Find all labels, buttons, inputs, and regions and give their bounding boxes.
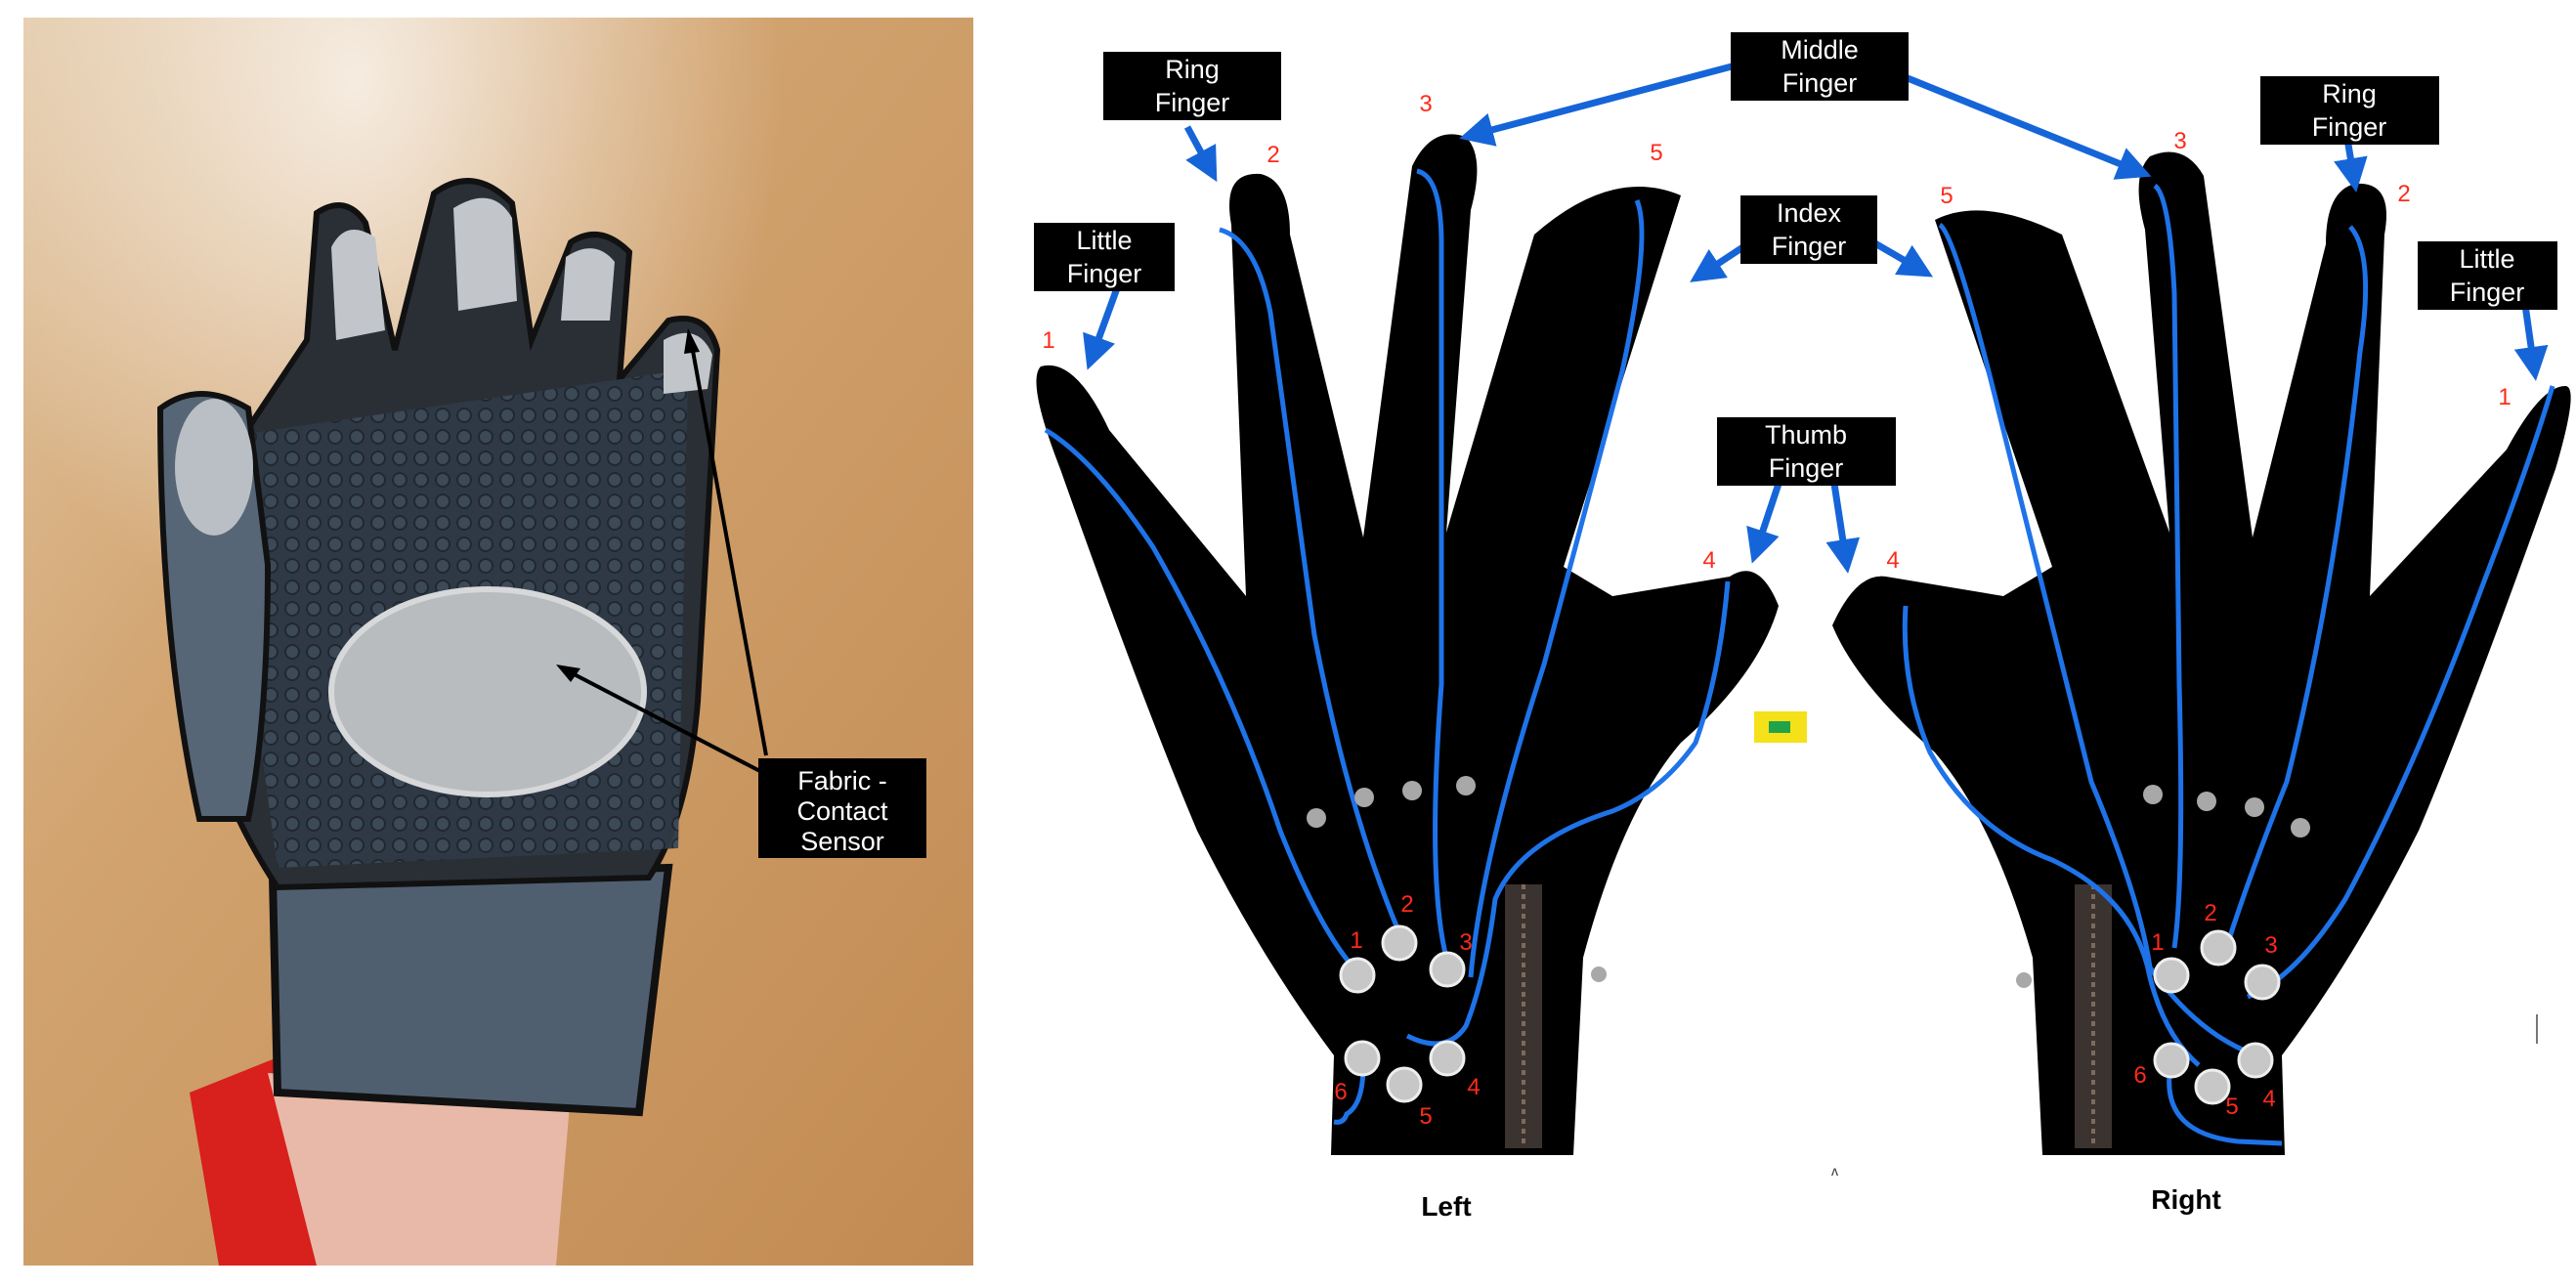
label-ring-finger-right: Ring Finger [2260,76,2439,145]
label-thumb-finger: Thumb Finger [1717,417,1896,486]
left-small-electrode [1591,966,1607,982]
right-hand-title: Right [2151,1184,2221,1215]
left-electrodes [1307,776,1607,1103]
callout-line-3: Sensor [800,827,884,856]
stray-mark: ʌ [1831,1163,1838,1179]
left-tip-5: 5 [1650,140,1662,166]
right-tip-3: 3 [2173,128,2186,154]
left-small-electrode [1456,776,1476,795]
left-tip-4: 4 [1702,547,1715,574]
right-tip-5: 5 [1940,183,1953,209]
left-tip-3: 3 [1419,91,1432,117]
right-zipper [2075,884,2112,1148]
ring-tip-pad [561,248,615,321]
label-ring-finger-left: Ring Finger [1103,52,1281,120]
label-text: Finger [1769,453,1844,483]
pointer-arrows [1083,63,2549,574]
left-electrode-6 [1344,1040,1381,1077]
right-electrode-5 [2194,1068,2231,1105]
right-electrodes [2016,785,2310,1105]
right-hand-silhouette [1832,151,2571,1155]
right-electrode-6 [2153,1042,2190,1079]
label-little-finger-right: Little Finger [2418,241,2557,310]
label-text: Finger [1155,88,1230,117]
index-tip-pad [331,230,385,340]
right-electrode-4 [2237,1042,2274,1079]
label-text: Finger [1782,68,1858,98]
left-sensor-num-1: 1 [1350,927,1362,954]
right-sensor-num-6: 6 [2133,1062,2146,1089]
label-text: Ring [1165,55,1220,84]
glove-cuff [268,863,673,1117]
left-electrode-4 [1429,1040,1466,1077]
left-sensor-num-6: 6 [1334,1079,1347,1105]
right-small-electrode [2016,972,2032,988]
middle-tip-pad [453,197,517,311]
left-sensor-num-4: 4 [1467,1074,1480,1100]
hand-sensor-diagram: ʌ Middle Finger Ring Finger Little Finge… [1034,32,2571,1222]
right-electrode-1 [2153,957,2190,994]
right-electrode-2 [2200,929,2237,966]
label-text: Thumb [1765,420,1847,450]
right-tip-2: 2 [2397,181,2410,207]
right-small-electrode [2245,797,2264,817]
right-electrode-3 [2244,964,2281,1001]
left-sensor-num-3: 3 [1459,929,1472,956]
left-hand-silhouette [1036,134,1779,1155]
label-text: Middle [1781,35,1859,64]
left-hand-traces [1044,168,1731,1125]
right-sensor-num-3: 3 [2264,932,2277,959]
label-text: Little [1076,226,1132,255]
label-index-finger: Index Finger [1740,195,1877,264]
right-tip-4: 4 [1886,547,1899,574]
callout-line-1: Fabric - [797,766,887,795]
label-text: Finger [1772,232,1847,261]
label-text: Finger [2450,278,2525,307]
left-electrode-1 [1339,957,1376,994]
label-text: Finger [2312,112,2387,142]
label-text: Little [2459,244,2514,274]
left-small-electrode [1402,781,1422,800]
left-tip-1: 1 [1042,327,1054,354]
left-hand-title: Left [1421,1191,1471,1222]
label-text: Ring [2322,79,2377,108]
left-sensor-num-2: 2 [1400,891,1413,918]
fabric-contact-sensor-callout: Fabric - Contact Sensor [758,758,926,858]
left-electrode-2 [1381,924,1418,962]
right-small-electrode [2143,785,2163,804]
right-tip-1: 1 [2498,384,2511,410]
yellow-marker [1754,711,1807,743]
right-small-electrode [2291,818,2310,837]
right-sensor-num-4: 4 [2262,1086,2275,1112]
label-text: Finger [1067,259,1142,288]
right-sensor-num-5: 5 [2225,1094,2238,1120]
thumb-tip-pad [175,399,253,536]
left-small-electrode [1307,808,1326,828]
right-small-electrode [2197,792,2216,811]
left-electrode-5 [1386,1066,1423,1103]
left-sensor-num-5: 5 [1419,1103,1432,1130]
left-tip-2: 2 [1267,142,1279,168]
right-sensor-num-1: 1 [2151,929,2164,956]
label-little-finger-left: Little Finger [1034,223,1175,291]
callout-line-2: Contact [796,796,888,826]
arm [268,1073,571,1266]
right-sensor-num-2: 2 [2204,900,2216,926]
palm-fabric-sensor [328,586,647,797]
left-small-electrode [1354,788,1374,807]
little-tip-pad [664,332,712,394]
left-electrode-3 [1429,951,1466,988]
label-middle-finger: Middle Finger [1731,32,1909,101]
glove-photo: Fabric - Contact Sensor [23,18,973,1266]
label-text: Index [1777,198,1842,228]
left-zipper [1505,884,1542,1148]
